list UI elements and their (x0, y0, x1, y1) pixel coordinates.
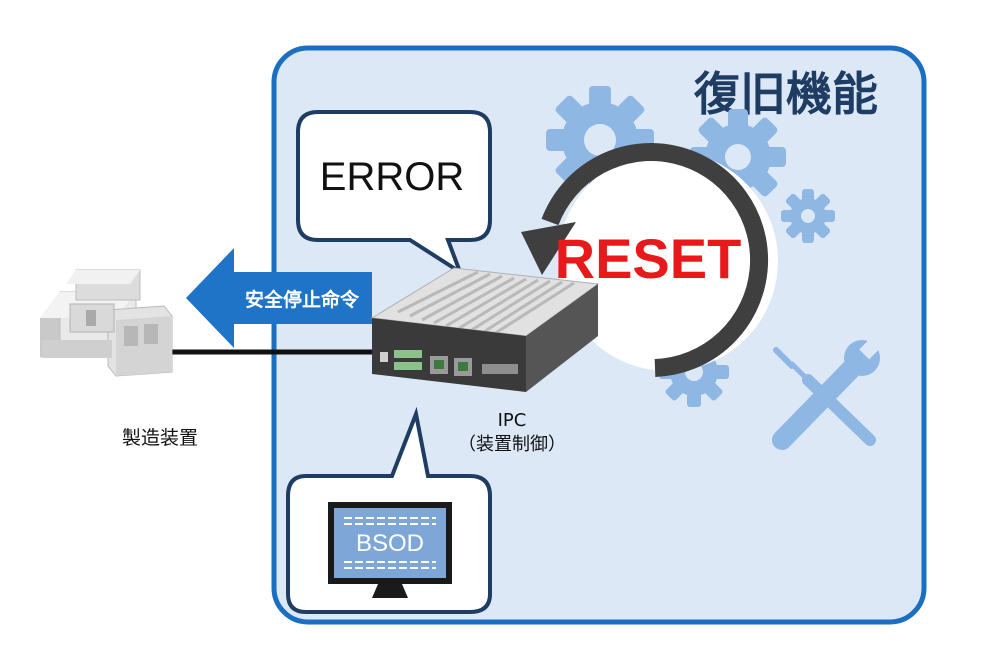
stop-arrow (186, 248, 372, 348)
gear-icon (781, 189, 835, 243)
error-text: ERROR (320, 155, 464, 199)
circular-arrow-icon (521, 143, 769, 377)
machine-icon (40, 269, 173, 377)
bsod-text: BSOD (356, 530, 424, 557)
stop-arrow-text: 安全停止命令 (245, 288, 360, 311)
machine-label: 製造装置 (122, 427, 198, 449)
reset-disc (558, 151, 778, 371)
tools-icon (772, 332, 887, 450)
reset-text: RESET (555, 227, 742, 290)
ipc-label: IPC (498, 410, 527, 431)
monitor-icon (328, 502, 452, 598)
ipc-device-icon (370, 267, 600, 392)
panel-title: 復旧機能 (693, 67, 878, 121)
ipc-sublabel: （装置制御） (458, 434, 566, 455)
error-bubble (296, 110, 492, 277)
